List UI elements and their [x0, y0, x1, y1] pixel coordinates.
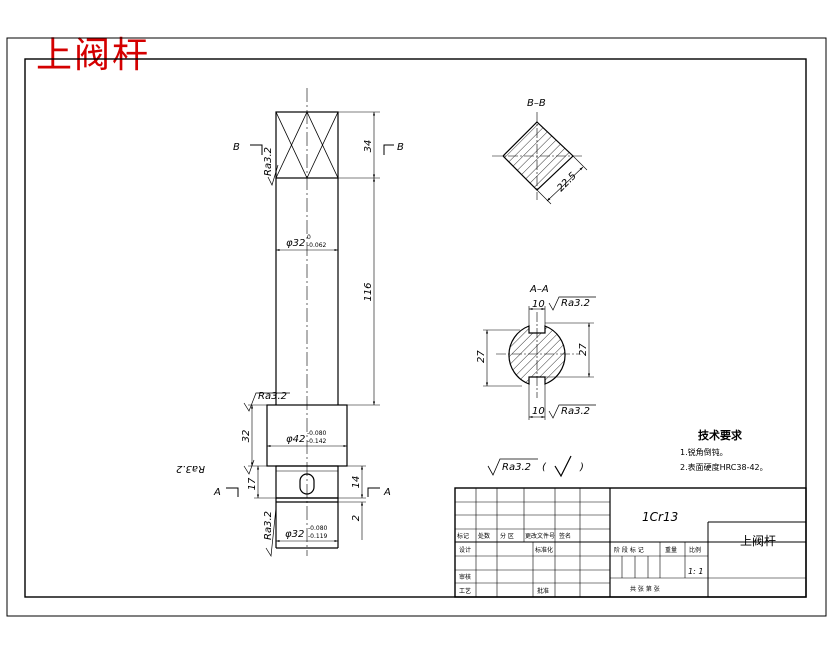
dim-middle-len: 116	[363, 282, 374, 301]
dim-dia-bottom-upper: -0.080	[308, 525, 328, 532]
dim-dia-mid-lower: -0.062	[307, 242, 327, 249]
section-aa-view	[483, 296, 596, 420]
title-block-scale-label: 比例	[689, 546, 701, 554]
dim-dia-collar-lower: -0.142	[307, 438, 327, 445]
dim-square-len: 34	[363, 140, 374, 153]
section-mark-a-right: A	[383, 487, 391, 498]
section-bb-view	[492, 112, 588, 205]
dim-dia-collar: φ42	[286, 434, 305, 445]
section-mark-a-left: A	[213, 487, 221, 498]
general-roughness-paren-open: (	[542, 462, 547, 473]
title-block-stage-mark: 阶 段 标 记	[614, 546, 644, 554]
shaft-main-view	[266, 88, 348, 556]
roughness-main-2: Ra3.2	[258, 391, 287, 402]
title-block-label-mark: 标记	[457, 532, 469, 540]
section-aa-roughness-bottom: Ra3.2	[561, 406, 590, 417]
roughness-main-4: Ra3.2	[263, 511, 274, 540]
title-block-scale: 1: 1	[688, 567, 703, 576]
dim-dia-mid: φ32	[286, 238, 305, 249]
main-view-dimension-text: 34 116 32 17 14 2 φ32 0 -0.062 φ42 -0.08…	[241, 140, 374, 540]
section-aa-dim-right: 27	[578, 343, 589, 356]
title-block-label-zone: 分 区	[500, 532, 514, 540]
title-block-label-count: 处数	[478, 532, 490, 540]
section-mark-b-right: B	[397, 142, 404, 153]
roughness-main-3: Ra3.2	[176, 463, 205, 474]
section-aa-dim-top: 10	[532, 299, 545, 310]
general-roughness-check-icon	[554, 455, 572, 478]
title-block	[454, 487, 807, 598]
title-block-weight: 重量	[665, 546, 677, 554]
main-view-dimensions	[248, 111, 380, 543]
tech-requirement-1: 1.锐角倒钝。	[680, 447, 728, 457]
section-bb-label: B–B	[527, 98, 546, 109]
outer-frame	[6, 37, 827, 617]
title-block-design: 设计	[459, 546, 471, 554]
section-cut-marks	[226, 144, 394, 497]
dim-slot-len: 14	[351, 476, 362, 489]
drawing-title-stamp: 上阀杆	[36, 35, 151, 76]
section-aa-label: A–A	[529, 284, 549, 295]
tech-requirements-heading: 技术要求	[698, 428, 743, 442]
title-block-standard: 标准化	[535, 546, 553, 554]
roughness-main-1: Ra3.2	[263, 147, 274, 176]
title-block-label-sign: 签名	[559, 532, 571, 540]
title-block-part-name: 上阀杆	[740, 534, 776, 548]
dim-dia-bottom-lower: -0.119	[308, 533, 328, 540]
title-block-sheets: 共 张 第 张	[630, 585, 660, 593]
inner-frame	[24, 58, 807, 598]
dim-dia-mid-upper: 0	[307, 234, 311, 241]
general-roughness-symbol	[487, 458, 538, 476]
title-block-material: 1Cr13	[642, 510, 678, 524]
dim-lower-len: 17	[247, 477, 258, 490]
dim-dia-collar-upper: -0.080	[307, 430, 327, 437]
title-block-approve: 批准	[537, 587, 549, 595]
dim-dia-bottom: φ32	[285, 529, 304, 540]
title-block-process: 工艺	[459, 587, 471, 595]
section-aa-dim-bottom: 10	[532, 406, 545, 417]
tech-requirement-2: 2.表面硬度HRC38-42。	[680, 462, 768, 472]
roughness-symbols-main	[243, 164, 290, 558]
section-aa-dim-left: 27	[476, 350, 487, 363]
section-mark-b-left: B	[233, 142, 240, 153]
title-block-label-change-doc: 更改文件号	[525, 532, 555, 540]
section-aa-roughness-top: Ra3.2	[561, 298, 590, 309]
general-roughness-value: Ra3.2	[502, 462, 531, 473]
title-block-review: 审核	[459, 573, 471, 581]
dim-collar-len: 32	[241, 430, 252, 443]
dim-bottom-len: 2	[351, 515, 362, 521]
general-roughness-paren-close: )	[579, 462, 584, 473]
